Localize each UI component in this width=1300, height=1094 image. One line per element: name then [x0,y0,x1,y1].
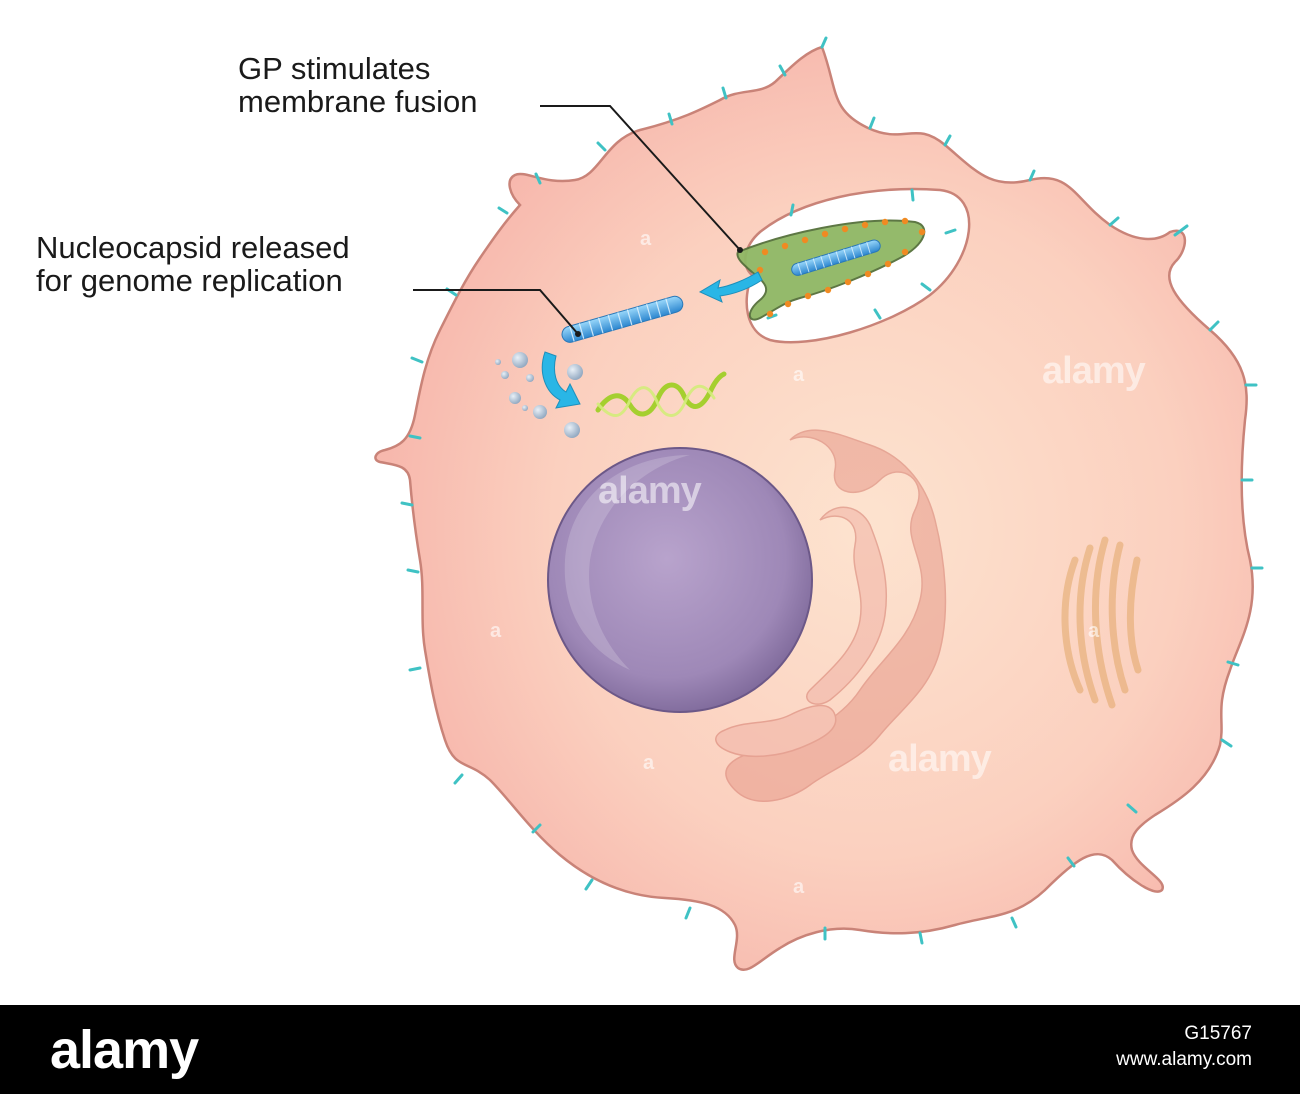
gp-leader-line [540,105,741,251]
label-gp-line1: GP stimulates [238,51,431,86]
released-proteins [495,352,583,438]
watermark-letter: a [490,620,502,642]
virion-nucleocapsid [791,239,881,276]
watermark: alamy [598,470,702,512]
released-nucleocapsid [561,295,684,343]
label-gp-fusion: GP stimulates membrane fusion [238,52,478,118]
watermark-letter: a [640,228,652,250]
release-arrow [698,271,763,303]
watermark-letter: a [643,752,655,774]
uncoating-arrow [541,351,581,409]
gp-leader-dot [737,247,743,253]
label-gp-line2: membrane fusion [238,84,478,119]
label-nc-line1: Nucleocapsid released [36,230,350,265]
endoplasmic-reticulum [715,429,947,802]
nc-leader-dot [575,331,581,337]
surface-receptors [400,36,1264,945]
cell-membrane [374,45,1254,971]
watermark-letter: a [793,364,805,386]
nucleus-highlight [564,455,690,670]
label-nc-line2: for genome replication [36,263,343,298]
watermark-letter: a [793,876,805,898]
footer-brand-logo: alamy [50,1020,199,1080]
watermark: alamy [888,738,992,780]
stock-footer: alamy G15767 www.alamy.com [0,1005,1300,1094]
cell-diagram [374,36,1264,971]
nucleus [547,447,813,713]
rna-genome [595,371,727,417]
nc-leader-line [413,289,579,335]
watermark: alamy [1042,350,1146,392]
watermark-letter: a [1088,620,1100,642]
gp-glycoproteins [756,217,926,318]
endosome-receptors [766,188,957,320]
footer-site: www.alamy.com [1116,1049,1252,1070]
footer-image-info: G15767 www.alamy.com [1116,1021,1252,1073]
golgi-apparatus [1061,536,1142,709]
label-nucleocapsid-release: Nucleocapsid released for genome replica… [36,231,350,297]
footer-image-id: G15767 [1184,1023,1252,1044]
